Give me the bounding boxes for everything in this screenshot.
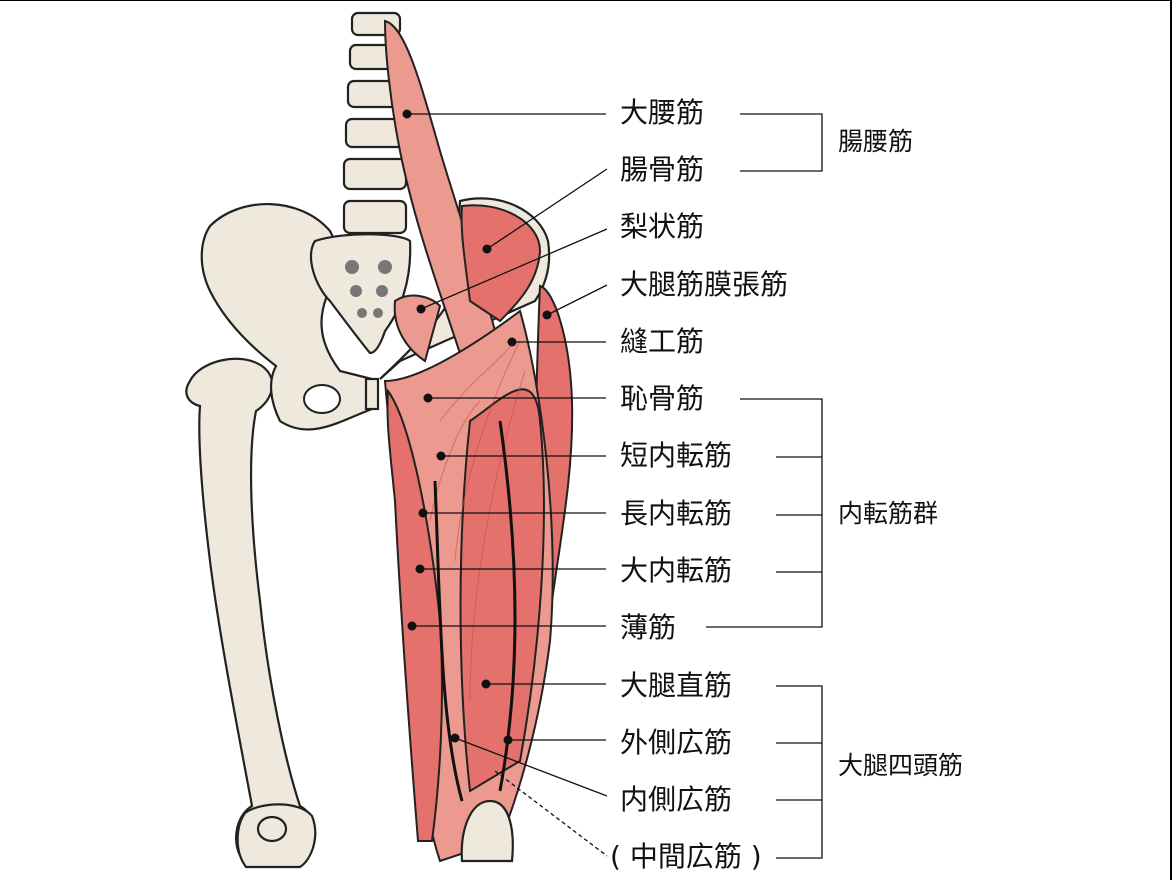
group-iliopsoas: 腸腰筋: [838, 127, 913, 156]
group-adductors: 内転筋群: [838, 499, 938, 528]
label-vastus-lateralis: 外側広筋: [620, 726, 732, 759]
label-sartorius: 縫工筋: [620, 325, 704, 358]
group-brackets: 腸腰筋 内転筋群 大腿四頭筋: [706, 113, 963, 859]
label-piriformis: 梨状筋: [620, 210, 704, 243]
leader-lines: [402, 109, 608, 857]
muscles: [383, 19, 574, 863]
label-tensor-fasciae-latae: 大腿筋膜張筋: [620, 268, 788, 301]
label-pectineus: 恥骨筋: [620, 382, 704, 415]
femur-bone: [185, 357, 317, 869]
label-vastus-medialis: 内側広筋: [620, 783, 732, 816]
label-gracilis: 薄筋: [620, 611, 676, 644]
label-adductor-longus: 長内転筋: [620, 497, 732, 530]
group-quadriceps: 大腿四頭筋: [838, 751, 963, 780]
label-iliacus: 腸骨筋: [620, 153, 704, 186]
label-rectus-femoris: 大腿直筋: [620, 669, 732, 702]
label-adductor-magnus: 大内転筋: [620, 554, 732, 587]
muscle-labels: 大腰筋 腸骨筋 梨状筋 大腿筋膜張筋 縫工筋 恥骨筋 短内転筋 長内転筋 大内転…: [610, 96, 788, 873]
label-vastus-intermedius: ( 中間広筋 ): [610, 840, 762, 873]
label-psoas-major: 大腰筋: [620, 96, 704, 129]
label-adductor-brevis: 短内転筋: [620, 439, 732, 472]
